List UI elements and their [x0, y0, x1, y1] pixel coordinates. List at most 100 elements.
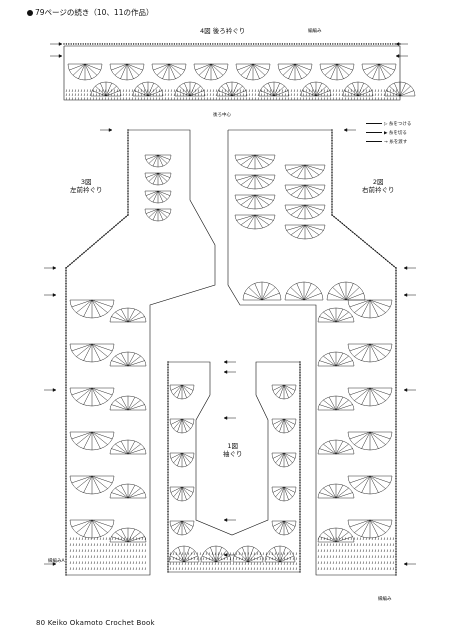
row-arrows	[44, 42, 416, 566]
fig1-right-edge	[299, 361, 301, 573]
fig1-row-arrow	[223, 416, 236, 420]
fig2-fan	[234, 214, 276, 230]
fig3-row-arrow	[44, 266, 57, 270]
page-footer: 80 Keiko Okamoto Crochet Book	[36, 619, 155, 627]
fig3-fan	[109, 395, 147, 411]
fig2-fan	[284, 204, 326, 220]
fig1-fan	[168, 545, 200, 563]
fig2-fan	[317, 307, 355, 323]
fig2-label: 2図 右前衿ぐり	[362, 178, 395, 194]
fig4-row-arrow	[395, 42, 408, 46]
fig3-fan	[109, 351, 147, 367]
fig4-fan	[90, 81, 122, 97]
fig2-row-arrow	[403, 562, 416, 566]
fig3-fan	[69, 475, 115, 495]
fig3-fan	[109, 527, 147, 543]
fig2-fan	[347, 475, 393, 495]
fig3-fan	[69, 431, 115, 451]
piece-outlines	[63, 45, 401, 576]
legend-label: 糸を切る	[388, 131, 407, 136]
fig4-fan	[132, 81, 164, 97]
fig3-fan	[144, 154, 172, 168]
fig1-fan	[200, 545, 232, 563]
header-text: 79ページの続き（10、11の作品）	[35, 8, 154, 17]
fig1-fan	[271, 486, 297, 502]
fig4-fan	[193, 63, 229, 81]
fig2-fan	[347, 519, 393, 539]
fig4-fan	[361, 63, 397, 81]
fig3-left-edge	[65, 267, 67, 576]
fig3-fan	[109, 307, 147, 323]
fig2-row-arrow	[403, 388, 416, 392]
fig2-fan	[284, 164, 326, 180]
fig1-fan	[169, 520, 195, 536]
fig2-fan	[317, 483, 355, 499]
fig3-label: 3図 左前衿ぐり	[70, 178, 103, 194]
legend-label: 糸を渡す	[389, 140, 408, 145]
fig3-name: 左前衿ぐり	[70, 186, 103, 195]
fig3-neck-edge	[127, 129, 129, 216]
fig1-row-arrow	[223, 553, 236, 557]
fig2-fan	[234, 154, 276, 170]
fig3-fan	[69, 519, 115, 539]
legend-item-carry: → 糸を渡す	[366, 139, 407, 145]
fig4-fan	[151, 63, 187, 81]
fig2-fan	[326, 281, 366, 301]
fig1-row-arrow	[223, 360, 236, 364]
fig2-number: 2図	[372, 178, 384, 186]
fig2-slope-edge	[331, 214, 397, 269]
bottom-left-label: 縁編みA	[48, 559, 65, 564]
fig3-row-arrow	[100, 128, 113, 132]
fig4-row-arrow	[395, 54, 408, 58]
fan-stitch-motifs	[65, 63, 416, 571]
fig3-fan	[144, 190, 172, 204]
fig3-row-arrow	[44, 293, 57, 297]
fig2-fan	[347, 387, 393, 407]
fig2-fan	[317, 527, 355, 543]
fig2-name: 右前衿ぐり	[362, 186, 395, 195]
legend-label: 糸をつける	[388, 122, 412, 127]
fig3-slope-edge	[65, 214, 129, 269]
fig3-fan	[69, 343, 115, 363]
fig4-fan	[235, 63, 271, 81]
fig1-bottom-rows	[169, 552, 298, 571]
fig2-fan	[234, 174, 276, 190]
fig4-fan	[300, 81, 332, 97]
legend-item-attach: ▷ 糸をつける	[366, 121, 411, 127]
legend-symbol: →	[384, 140, 388, 145]
fig4-fan	[67, 63, 103, 81]
legend-symbol: ▶	[384, 131, 388, 136]
fig2-row-arrow	[403, 266, 416, 270]
fig2-fan	[242, 281, 282, 301]
fig1-row-arrow	[223, 518, 236, 522]
fig1-fan	[232, 545, 264, 563]
fig4-top-edge	[63, 43, 401, 45]
fig2-fan	[347, 343, 393, 363]
chain-stitch-edges	[63, 43, 401, 576]
fig1-fan	[271, 418, 297, 434]
fig3-number: 3図	[80, 178, 92, 186]
page-header: 79ページの続き（10、11の作品）	[27, 9, 153, 17]
fig3-fan	[69, 387, 115, 407]
fig3-outline	[65, 129, 216, 576]
fig1-name: 袖ぐり	[223, 450, 243, 459]
bullet-icon	[27, 9, 33, 16]
fig4-label: 4図 後ろ衿ぐり	[200, 28, 245, 35]
fig2-fan	[317, 351, 355, 367]
fig3-fan	[69, 299, 115, 319]
fig1-fan	[271, 384, 297, 400]
fig1-fan	[169, 384, 195, 400]
fig4-row-arrow	[50, 42, 63, 46]
fig4-number: 4図	[200, 27, 211, 35]
fig4-fan	[216, 81, 248, 97]
fig2-row-arrow	[343, 128, 356, 132]
fig2-fan	[284, 281, 324, 301]
fig2-fan	[317, 439, 355, 455]
fig2-bottom-rows	[317, 537, 395, 571]
fig4-mark-label: 編編み	[308, 29, 322, 34]
fig4-bottom-rows	[65, 89, 398, 101]
fig4-fan	[258, 81, 290, 97]
fig4-row-arrow	[50, 54, 63, 58]
fig4-fan	[319, 63, 355, 81]
